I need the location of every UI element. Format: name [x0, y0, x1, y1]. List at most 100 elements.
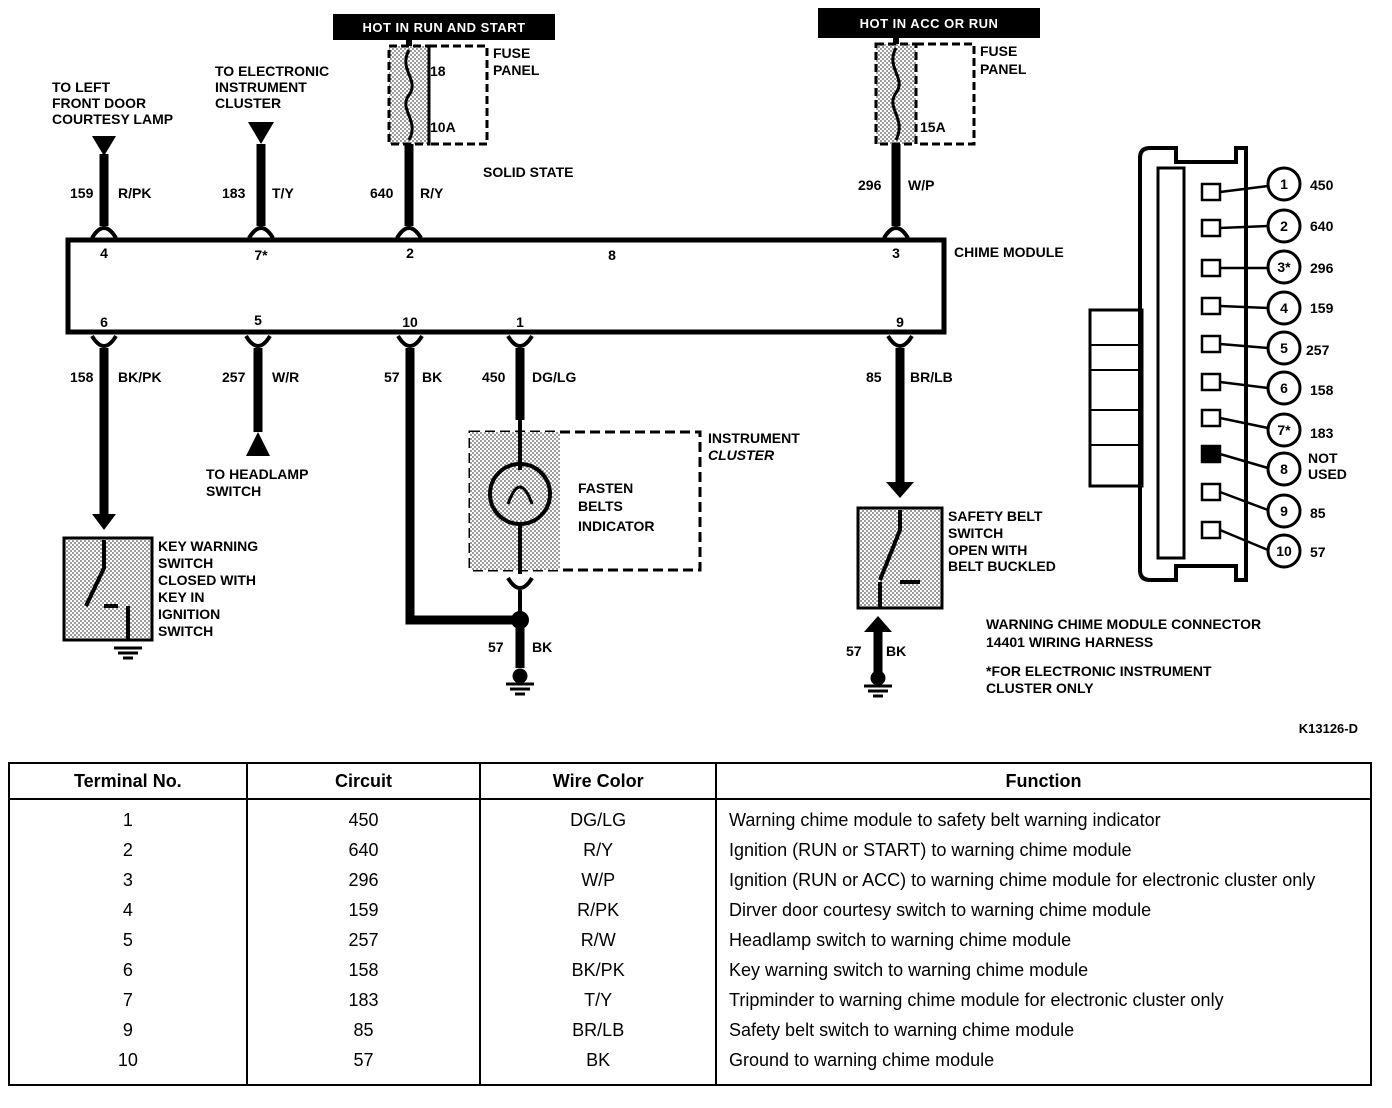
wire-color-cell: BR/LB [480, 1018, 718, 1048]
dest-left-door-line2: FRONT DOOR [52, 95, 146, 111]
wire-640-circuit: 640 [370, 185, 394, 201]
fuse-18-label-line2: PANEL [493, 62, 540, 78]
fuse-18: 18 10A FUSE PANEL [387, 40, 540, 146]
safety-belt-line1: SAFETY BELT [948, 508, 1043, 524]
connector-pin-5-circuit: 257 [1306, 342, 1330, 358]
wire-159-color: R/PK [118, 185, 151, 201]
wire-183-circuit: 183 [222, 185, 246, 201]
pin-6-label: 6 [100, 314, 108, 330]
connector-pin-10: 10 57 [1200, 520, 1326, 569]
dest-headlamp-line2: SWITCH [206, 483, 261, 499]
wire-296-circuit: 296 [858, 177, 882, 193]
connector-pin-10-circuit: 57 [1310, 544, 1326, 560]
fuse-15a-label-line1: FUSE [980, 43, 1017, 59]
function-cell: Tripminder to warning chime module for e… [716, 988, 1372, 1018]
safety-belt-line3: OPEN WITH [948, 542, 1027, 558]
ground-center: 57 BK [488, 590, 552, 696]
bottom-connectors [90, 334, 914, 348]
dest-headlamp: TO HEADLAMP SWITCH [206, 466, 308, 499]
wire-296-color: W/P [908, 177, 934, 193]
pin-1-label: 1 [516, 314, 524, 330]
terminal-cell: 10 [9, 1048, 248, 1085]
connector-pin-8-num: 8 [1280, 461, 1288, 477]
table-header-row: Terminal No. Circuit Wire Color Function [8, 762, 1372, 800]
arrow-down-icon [92, 514, 116, 530]
circuit-cell: 183 [246, 988, 482, 1018]
connector-footnote-line2: CLUSTER ONLY [986, 680, 1094, 696]
pin-2-label: 2 [406, 245, 414, 261]
function-cell: Safety belt switch to warning chime modu… [716, 1018, 1372, 1048]
connector-pin-3-num: 3* [1277, 259, 1291, 275]
connector-pin-7-circuit: 183 [1310, 425, 1334, 441]
chime-module-label: CHIME MODULE [954, 244, 1064, 260]
arrow-up-icon [864, 616, 892, 632]
fuse-15a-label-line2: PANEL [980, 61, 1027, 77]
connector-pin-4-num: 4 [1280, 300, 1288, 316]
banner-acc-run: HOT IN ACC OR RUN [818, 8, 1040, 38]
ground-icon [506, 668, 534, 696]
key-warning-line4: KEY IN [158, 589, 204, 605]
connector-pin-3-circuit: 296 [1310, 260, 1334, 276]
ground-icon [864, 670, 892, 698]
wire-57-circuit: 57 [384, 369, 400, 385]
pin-7-label: 7* [254, 247, 268, 263]
terminal-cell: 1 [9, 799, 248, 838]
terminal-table: Terminal No. Circuit Wire Color Function… [8, 762, 1372, 1086]
ground-center-color: BK [532, 639, 552, 655]
fuse-18-number: 18 [430, 63, 446, 79]
connector-pin-4-circuit: 159 [1310, 300, 1334, 316]
top-connectors [90, 226, 910, 240]
terminal-cell: 4 [9, 898, 248, 928]
header-function: Function [715, 762, 1372, 800]
wire-color-cell: W/P [480, 868, 718, 898]
circuit-cell: 640 [246, 838, 482, 868]
circuit-cell: 158 [246, 958, 482, 988]
connector-pin-5-num: 5 [1280, 340, 1288, 356]
fuse-18-icon [404, 49, 414, 141]
key-warning-switch: KEY WARNING SWITCH CLOSED WITH KEY IN IG… [62, 536, 258, 660]
wire-color-cell: T/Y [480, 988, 718, 1018]
connector-pin-8-circuit: NOT USED [1308, 450, 1347, 482]
fasten-belts-line3: INDICATOR [578, 518, 654, 534]
terminal-cell: 2 [9, 838, 248, 868]
connector-pin-9-num: 9 [1280, 503, 1288, 519]
dest-headlamp-line1: TO HEADLAMP [206, 466, 308, 482]
ground-center-circuit: 57 [488, 639, 504, 655]
dest-left-door-line3: COURTESY LAMP [52, 111, 173, 127]
function-cell: Warning chime module to safety belt warn… [716, 799, 1372, 838]
connector-pin-2-num: 2 [1280, 218, 1288, 234]
banner-run-start: HOT IN RUN AND START [333, 14, 555, 40]
terminal-cell: 6 [9, 958, 248, 988]
connector-caption-line1: WARNING CHIME MODULE CONNECTOR [986, 616, 1261, 632]
connector-pin-8: 8 NOT USED [1200, 444, 1347, 487]
fuse-18-rating: 10A [430, 119, 456, 135]
connector-pin-1: 1 450 [1200, 166, 1334, 202]
chime-connector: 1 450 2 640 3* 296 4 159 5 [1088, 146, 1347, 582]
pin-3-label: 3 [892, 245, 900, 261]
dest-instrument-line2: INSTRUMENT [215, 79, 307, 95]
pin-5-label: 5 [254, 312, 262, 328]
terminal-cell: 3 [9, 868, 248, 898]
safety-belt-line4: BELT BUCKLED [948, 558, 1056, 574]
pin-9-label: 9 [896, 314, 904, 330]
terminal-cell: 7 [9, 988, 248, 1018]
wire-85-color: BR/LB [910, 369, 953, 385]
connector-pin-1-num: 1 [1280, 176, 1288, 192]
wire-color-cell: R/Y [480, 838, 718, 868]
safety-belt-switch: SAFETY BELT SWITCH OPEN WITH BELT BUCKLE… [856, 506, 1056, 610]
terminal-cell: 5 [9, 928, 248, 958]
circuit-cell: 257 [246, 928, 482, 958]
chime-module: CHIME MODULE 4 7* 2 8 3 6 5 10 1 9 [65, 237, 1064, 335]
key-warning-line1: KEY WARNING [158, 538, 258, 554]
wire-color-cell: BK [480, 1048, 718, 1085]
dest-left-door: TO LEFT FRONT DOOR COURTESY LAMP [52, 79, 173, 156]
connector-pin-5: 5 257 [1200, 330, 1330, 366]
function-cell: Ground to warning chime module [716, 1048, 1372, 1085]
wiring-diagram: HOT IN RUN AND START HOT IN ACC OR RUN 1… [52, 8, 1358, 736]
connector-pin-6: 6 158 [1200, 370, 1334, 406]
connector-pin-9: 9 85 [1200, 482, 1326, 529]
key-warning-line2: SWITCH [158, 555, 213, 571]
